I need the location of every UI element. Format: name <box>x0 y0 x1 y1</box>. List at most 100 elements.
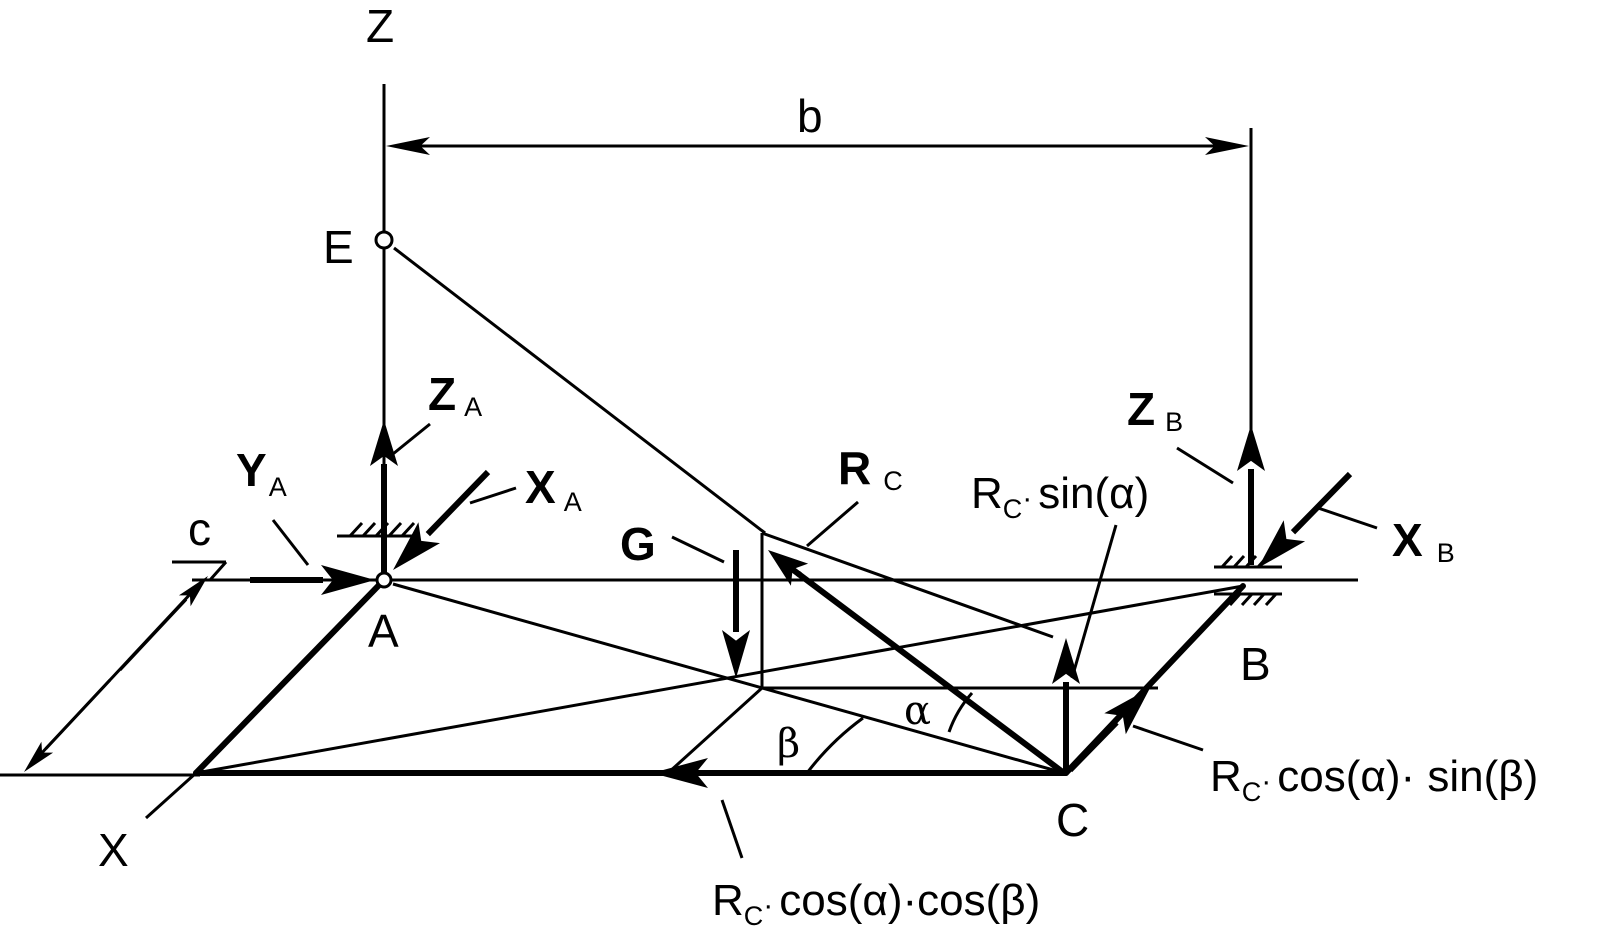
beta-angle-arc <box>805 716 864 774</box>
force-xb-sub: B <box>1437 538 1455 568</box>
force-za-sub: A <box>464 392 482 422</box>
leader-xb <box>1317 506 1378 530</box>
arrow-g <box>722 550 750 678</box>
leader-xa <box>469 486 517 505</box>
arrow-g-head <box>722 630 750 678</box>
hatch-mark <box>1252 592 1266 607</box>
force-ya-sub: A <box>269 472 287 502</box>
arrow-zb-head <box>1237 425 1265 471</box>
arrow-rc-cos-sin-head <box>1104 688 1150 735</box>
arrow-xb-head <box>1258 520 1306 568</box>
arrows-layer <box>24 137 1353 788</box>
cable-force-rc-line <box>777 557 1067 776</box>
hatch-mark <box>348 521 364 538</box>
comp-cs-rest: cos(α)· sin(β) <box>1277 752 1538 801</box>
force-zb-sub: B <box>1165 407 1183 437</box>
arrow-b-dim-right-head <box>1205 137 1249 155</box>
hatch-mark <box>1220 554 1234 569</box>
point-a-label: A <box>368 605 399 657</box>
arrow-za-head <box>370 420 398 466</box>
hatch-mark <box>1240 592 1254 607</box>
rc-diagonal-projection <box>666 686 764 775</box>
arrow-xb <box>1258 471 1353 568</box>
arrow-xa-shaft <box>425 469 491 537</box>
arrow-xb-shaft <box>1290 471 1353 535</box>
hatch-mark <box>361 521 377 538</box>
dimension-b-label: b <box>797 90 823 142</box>
point-a-marker <box>375 571 393 589</box>
arrow-rc-shaft <box>796 571 802 578</box>
comp-sin-rest: sin(α) <box>1038 469 1149 518</box>
leader-za <box>387 422 431 460</box>
force-g-label: G <box>620 518 656 570</box>
rc-projection-to-b <box>761 531 1054 639</box>
component-rc-cos-alpha-cos-beta-label: RC·cos(α)·cos(β) <box>712 876 1040 931</box>
z-axis-label: Z <box>366 0 394 52</box>
arrow-b-dim-left <box>386 137 470 155</box>
arrow-rc-cos-cos-head <box>652 758 708 788</box>
c-dimension-extension-diagonal <box>208 561 228 581</box>
angle-alpha-label: α <box>904 688 931 734</box>
point-e-label: E <box>323 221 354 273</box>
point-c-label: C <box>1056 794 1089 846</box>
leader-ya <box>271 519 310 566</box>
arrow-rc-cos-sin <box>1067 688 1150 773</box>
arrow-rc-sin-head <box>1052 638 1080 684</box>
leader-lines <box>271 422 1378 859</box>
alpha-angle-arc <box>947 692 974 733</box>
cable-line-ec <box>393 246 766 535</box>
arrow-c-dim-top-head <box>178 576 208 607</box>
hatch-mark <box>1264 592 1278 607</box>
leader-rc-cos-cos <box>720 799 744 859</box>
arrow-ya-head <box>321 565 375 595</box>
arrow-b-dim-right <box>1200 137 1249 155</box>
force-ya-label: YA <box>236 444 287 502</box>
arrow-c-dim-top <box>118 576 208 672</box>
arrow-rc-head <box>768 550 809 586</box>
support-a-hatching <box>337 521 420 538</box>
x-axis-label: X <box>98 824 129 876</box>
construction-lines <box>0 84 1358 820</box>
comp-sin-sub: C <box>1003 494 1023 524</box>
arrow-rc-sin <box>1052 638 1080 770</box>
arrow-c-dim-top-shaft <box>118 598 188 672</box>
plate-edge-a-x <box>193 577 387 776</box>
component-rc-cos-alpha-sin-beta-label: RC·cos(α)· sin(β) <box>1210 752 1538 807</box>
leader-rc <box>806 500 859 548</box>
comp-cc-sub: C <box>744 901 764 931</box>
comp-cs-main: R <box>1210 752 1242 801</box>
comp-cc-main: R <box>712 876 744 925</box>
force-ya-main: Y <box>236 444 267 496</box>
leader-zb <box>1176 446 1234 485</box>
comp-cs-dot: · <box>1261 765 1271 798</box>
point-e-marker <box>374 230 394 250</box>
component-rc-sin-alpha-label: RC·sin(α) <box>971 469 1149 524</box>
force-rc-main: R <box>838 442 871 494</box>
force-xa-main: X <box>525 461 556 513</box>
arrow-c-dim-bottom <box>24 678 112 772</box>
arrow-b-dim-left-head <box>386 137 430 155</box>
diagonal-x-b <box>195 584 1244 775</box>
arrow-xa-head <box>393 522 440 570</box>
leader-rc-cos-sin <box>1132 724 1204 752</box>
angle-beta-label: β <box>777 721 800 767</box>
comp-cc-rest: cos(α)·cos(β) <box>779 876 1040 925</box>
comp-sin-main: R <box>971 469 1003 518</box>
leader-rc-sin <box>1070 524 1118 679</box>
arrow-c-dim-bottom-shaft <box>44 678 112 750</box>
arrow-zb <box>1237 425 1265 565</box>
arrow-ya <box>250 565 375 595</box>
dimension-c-label: c <box>188 503 211 555</box>
hatch-mark <box>1232 554 1246 569</box>
plate-frame <box>193 557 1246 776</box>
arrow-c-dim-bottom-head <box>24 741 54 772</box>
comp-sin-dot: · <box>1022 482 1032 515</box>
x-axis-tick <box>144 771 198 820</box>
